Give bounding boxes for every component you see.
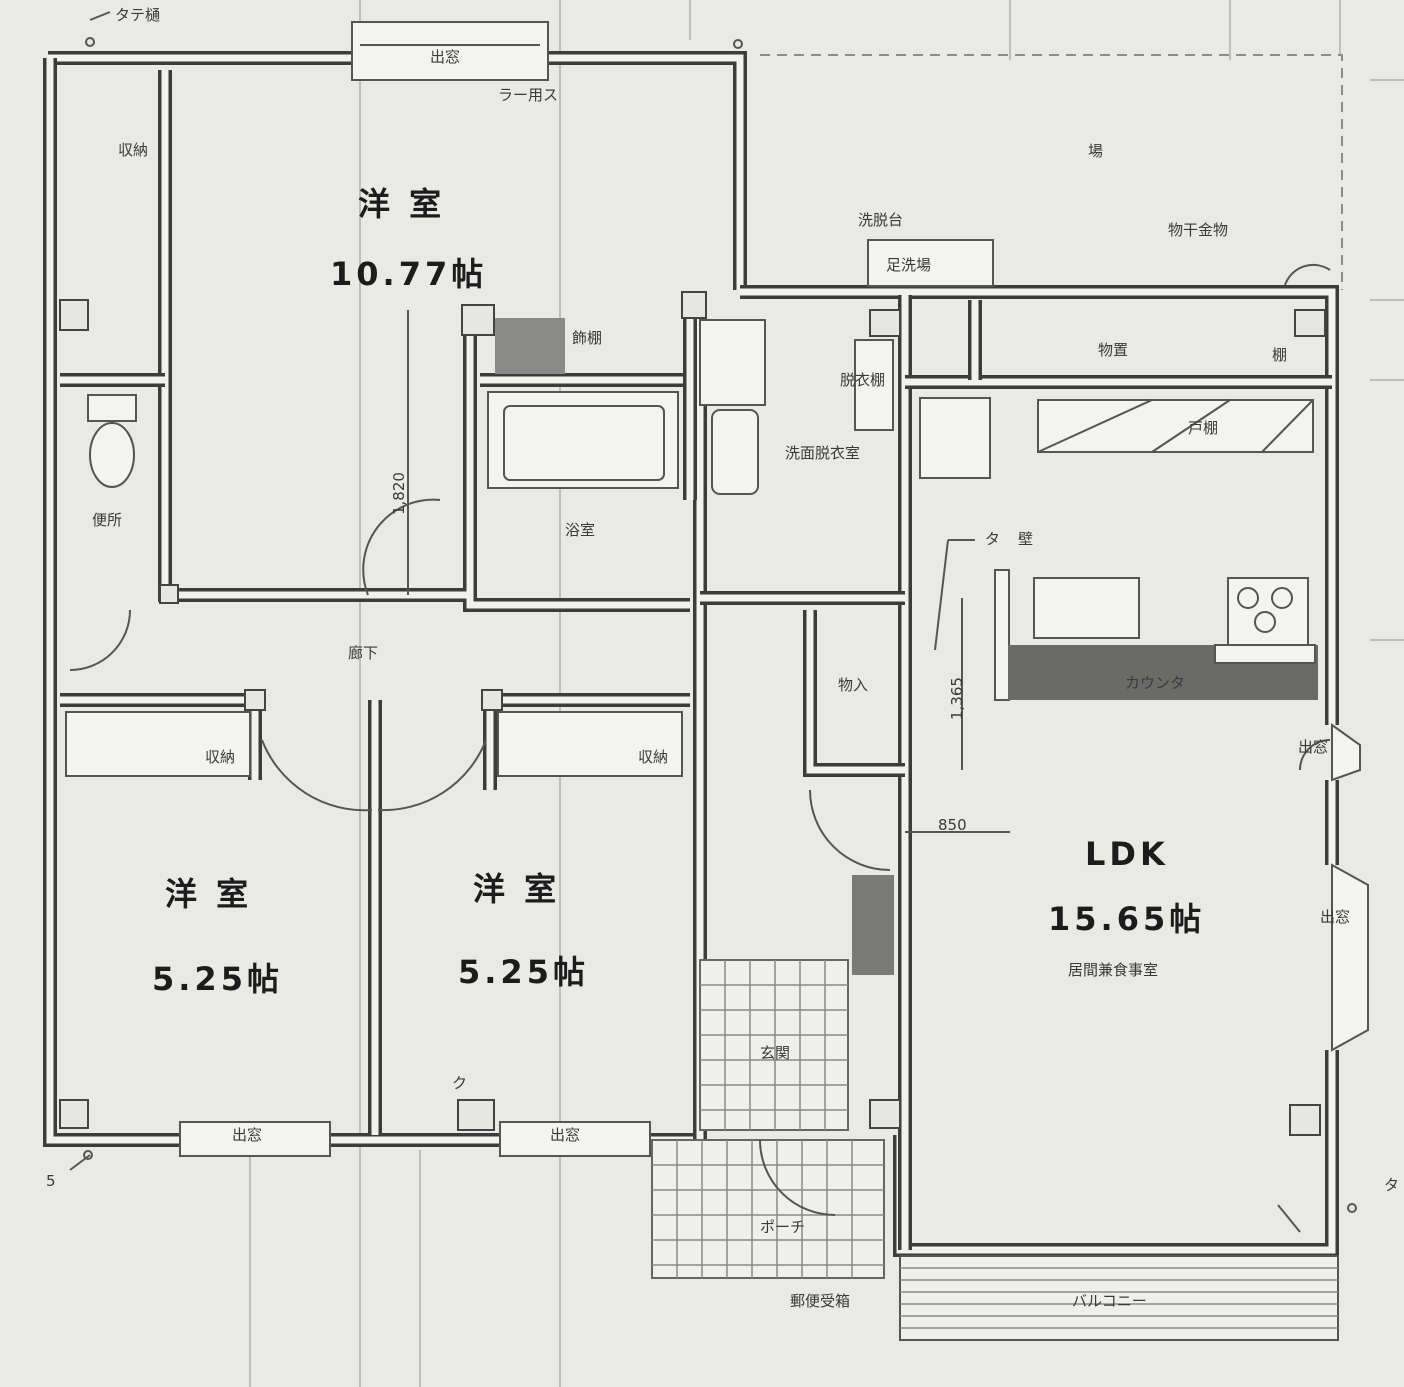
- label-bay-window-right-small: 出窓: [1298, 738, 1328, 756]
- structural-posts: [59, 291, 1326, 1136]
- grid-marker-right-icon: [1347, 1203, 1357, 1213]
- room-desc-ldk: 居間兼食事室: [1068, 961, 1158, 979]
- label-drying-hardware: 物干金物: [1168, 221, 1228, 239]
- label-corridor: 廊下: [348, 644, 378, 662]
- yard-outline: [760, 54, 1343, 290]
- label-yard: 場: [1088, 142, 1103, 160]
- room-size-western-left: 5.25帖: [152, 960, 283, 998]
- label-laundry-stand: 洗脱台: [858, 211, 903, 229]
- label-bath: 浴室: [565, 521, 595, 539]
- label-wall: 壁: [1018, 530, 1033, 548]
- gutter-marker-icon: [85, 37, 95, 47]
- label-wall-prefix: タ: [985, 530, 1000, 548]
- label-cupboard: 戸棚: [1188, 419, 1218, 437]
- room-name-western-large: 洋 室: [358, 185, 445, 223]
- dimension-1365: 1,365: [948, 677, 966, 720]
- room-size-western-mid: 5.25帖: [458, 953, 589, 991]
- label-mark-5: 5: [46, 1172, 56, 1190]
- door-swings: [69, 263, 1331, 1233]
- label-toilet: 便所: [92, 511, 122, 529]
- grid-marker-icon: [83, 1150, 93, 1160]
- dimension-1820: 1,820: [390, 472, 408, 515]
- dimension-850: 850: [938, 816, 967, 834]
- label-washroom: 洗面脱衣室: [785, 444, 860, 462]
- label-dressing-shelf: 脱衣棚: [840, 371, 885, 389]
- label-counter: カウンタ: [1125, 674, 1185, 692]
- label-storage-top: 収納: [118, 141, 148, 159]
- label-balcony: バルコニー: [1072, 1292, 1147, 1310]
- label-closet: 物入: [838, 676, 868, 694]
- label-shelf-deco: 飾棚: [572, 329, 602, 347]
- label-mark-ta: タ: [1384, 1176, 1399, 1194]
- room-name-western-left: 洋 室: [165, 875, 252, 913]
- label-entrance: 玄関: [760, 1044, 790, 1062]
- cooler-sleeve-marker-icon: [733, 39, 743, 49]
- bay-windows: [179, 21, 1369, 1157]
- label-shelf: 棚: [1272, 346, 1287, 364]
- label-storage-left: 収納: [205, 748, 235, 766]
- room-size-ldk: 15.65帖: [1048, 900, 1205, 938]
- label-bay-window-right: 出窓: [1320, 908, 1350, 926]
- dimension-lines: [69, 11, 1010, 1171]
- label-porch: ポーチ: [760, 1218, 805, 1236]
- room-name-ldk: LDK: [1085, 835, 1169, 873]
- label-gutter: タテ樋: [115, 6, 160, 24]
- label-cooler-sleeve: ラー用ス: [498, 86, 558, 104]
- label-mailbox: 郵便受箱: [790, 1292, 850, 1310]
- room-size-western-large: 10.77帖: [330, 255, 487, 293]
- fixtures: [65, 239, 1318, 975]
- label-foot-wash: 足洗場: [886, 256, 931, 274]
- balcony-deck: [899, 1255, 1339, 1341]
- label-storeroom: 物置: [1098, 341, 1128, 359]
- label-mark-ku: ク: [452, 1074, 467, 1092]
- label-bay-window-bottom-left: 出窓: [232, 1126, 262, 1144]
- room-name-western-mid: 洋 室: [473, 870, 560, 908]
- label-bay-window-top: 出窓: [430, 48, 460, 66]
- label-bay-window-bottom-mid: 出窓: [550, 1126, 580, 1144]
- entrance-tiles: [651, 959, 885, 1279]
- label-storage-mid: 収納: [638, 748, 668, 766]
